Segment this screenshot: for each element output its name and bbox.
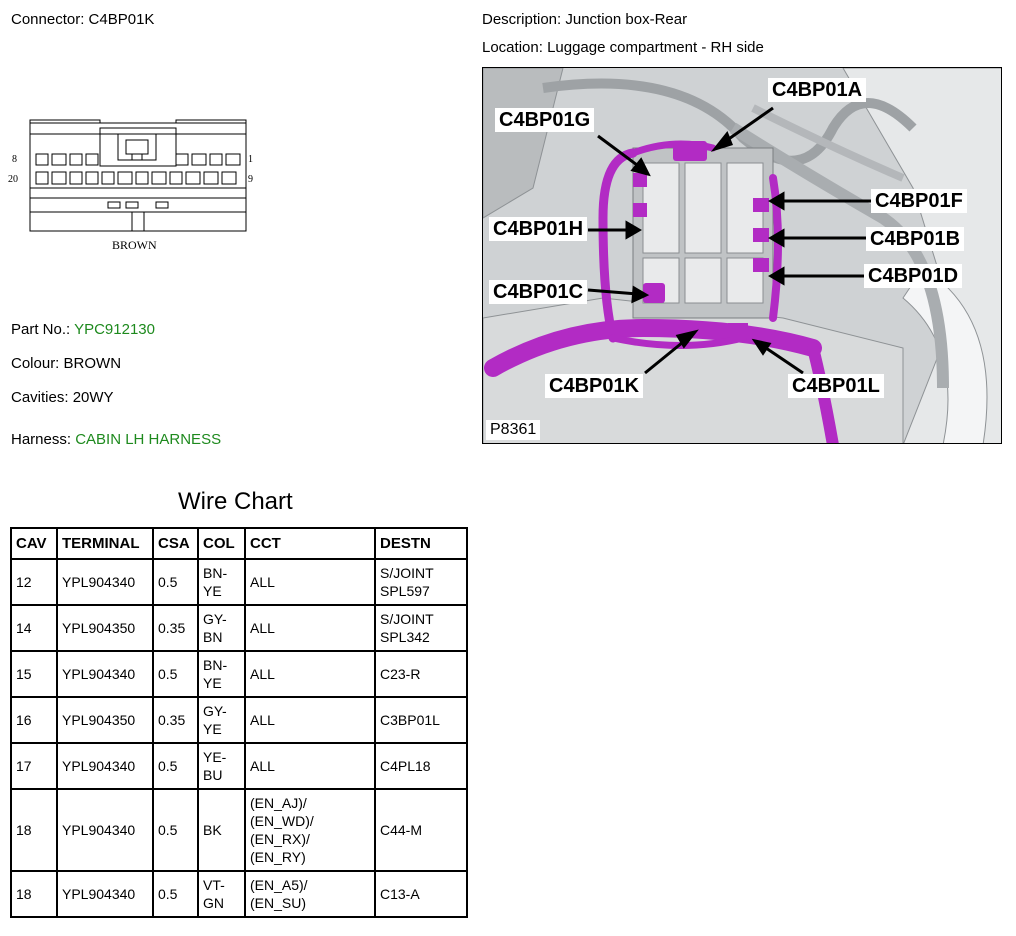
wire-chart-table: CAV TERMINAL CSA COL CCT DESTN 12 YPL904… — [10, 527, 468, 918]
cell-terminal: YPL904340 — [56, 650, 154, 698]
cell-csa: 0.5 — [152, 788, 199, 872]
part-no-line: Part No.: YPC912130 — [11, 321, 155, 338]
cavities-value: 20WY — [72, 389, 114, 406]
header-terminal: TERMINAL — [56, 527, 154, 560]
callout-c4bp01c: C4BP01C — [489, 280, 588, 304]
harness-line: Harness: CABIN LH HARNESS — [11, 431, 221, 448]
cell-destn: C23-R — [374, 650, 468, 698]
cell-csa: 0.5 — [152, 558, 199, 606]
location-line: Location: Luggage compartment - RH side — [482, 39, 764, 56]
cell-cav: 18 — [10, 788, 58, 872]
cell-cct: ALL — [244, 558, 376, 606]
cell-cav: 16 — [10, 696, 58, 744]
location-photo: C4BP01A C4BP01G C4BP01F C4BP01H C4BP01B … — [482, 67, 1002, 444]
cell-destn: S/JOINT SPL597 — [374, 558, 468, 606]
cell-terminal: YPL904340 — [56, 870, 154, 918]
cell-csa: 0.5 — [152, 742, 199, 790]
cell-destn: C4PL18 — [374, 742, 468, 790]
cell-cct: ALL — [244, 650, 376, 698]
part-no-value[interactable]: YPC912130 — [74, 321, 155, 338]
cell-cct: ALL — [244, 604, 376, 652]
cell-terminal: YPL904340 — [56, 742, 154, 790]
cell-destn: C44-M — [374, 788, 468, 872]
cell-col: BN- YE — [197, 558, 246, 606]
cell-col: GY- BN — [197, 604, 246, 652]
pin-label-top-right: 1 — [248, 154, 253, 165]
cell-terminal: YPL904350 — [56, 604, 154, 652]
cell-cct: (EN_AJ)/ (EN_WD)/ (EN_RX)/ (EN_RY) — [244, 788, 376, 872]
location-label: Location: — [482, 39, 543, 56]
cell-col: YE- BU — [197, 742, 246, 790]
cell-cct: ALL — [244, 742, 376, 790]
pin-label-bottom-right: 9 — [248, 174, 253, 185]
cell-csa: 0.35 — [152, 696, 199, 744]
cell-destn: C3BP01L — [374, 696, 468, 744]
pin-label-top-left: 8 — [12, 154, 17, 165]
cell-col: BK — [197, 788, 246, 872]
cell-terminal: YPL904350 — [56, 696, 154, 744]
callout-c4bp01k: C4BP01K — [545, 374, 644, 398]
pin-label-bottom-left: 20 — [8, 174, 18, 185]
cell-destn: C13-A — [374, 870, 468, 918]
table-header-row: CAV TERMINAL CSA COL CCT DESTN — [10, 527, 468, 560]
header-cav: CAV — [10, 527, 58, 560]
cell-cav: 15 — [10, 650, 58, 698]
callout-c4bp01l: C4BP01L — [788, 374, 884, 398]
location-value: Luggage compartment - RH side — [547, 39, 764, 56]
cavities-label: Cavities: — [11, 389, 69, 406]
callout-c4bp01b: C4BP01B — [866, 227, 965, 251]
header-csa: CSA — [152, 527, 199, 560]
callout-c4bp01h: C4BP01H — [489, 217, 588, 241]
cell-cav: 18 — [10, 870, 58, 918]
cell-csa: 0.5 — [152, 650, 199, 698]
cell-cav: 14 — [10, 604, 58, 652]
cell-col: GY- YE — [197, 696, 246, 744]
header-cct: CCT — [244, 527, 376, 560]
harness-value[interactable]: CABIN LH HARNESS — [75, 431, 222, 448]
cavities-line: Cavities: 20WY — [11, 389, 114, 406]
part-no-label: Part No.: — [11, 321, 71, 338]
table-row: 18 YPL904340 0.5 BK (EN_AJ)/ (EN_WD)/ (E… — [10, 788, 468, 872]
diagram-colour-label: BROWN — [112, 238, 157, 252]
description-value: Junction box-Rear — [565, 11, 688, 28]
table-row: 14 YPL904350 0.35 GY- BN ALL S/JOINT SPL… — [10, 604, 468, 652]
callout-c4bp01g: C4BP01G — [495, 108, 595, 132]
cell-cct: ALL — [244, 696, 376, 744]
colour-label: Colour: — [11, 355, 60, 372]
colour-line: Colour: BROWN — [11, 355, 121, 372]
table-row: 17 YPL904340 0.5 YE- BU ALL C4PL18 — [10, 742, 468, 790]
connector-face-diagram: 8 20 1 9 BROWN — [8, 119, 253, 252]
description-line: Description: Junction box-Rear — [482, 11, 687, 28]
cell-col: VT- GN — [197, 870, 246, 918]
table-row: 15 YPL904340 0.5 BN- YE ALL C23-R — [10, 650, 468, 698]
callout-c4bp01f: C4BP01F — [871, 189, 967, 213]
cell-terminal: YPL904340 — [56, 558, 154, 606]
connector-value: C4BP01K — [88, 11, 155, 28]
cell-cav: 12 — [10, 558, 58, 606]
connector-label: Connector: — [11, 11, 85, 28]
callout-c4bp01a: C4BP01A — [768, 78, 867, 102]
cell-csa: 0.5 — [152, 870, 199, 918]
colour-value: BROWN — [63, 355, 122, 372]
table-row: 12 YPL904340 0.5 BN- YE ALL S/JOINT SPL5… — [10, 558, 468, 606]
cell-destn: S/JOINT SPL342 — [374, 604, 468, 652]
table-row: 18 YPL904340 0.5 VT- GN (EN_A5)/ (EN_SU)… — [10, 870, 468, 918]
wire-chart-title: Wire Chart — [178, 488, 293, 515]
cell-csa: 0.35 — [152, 604, 199, 652]
header-destn: DESTN — [374, 527, 468, 560]
cell-cav: 17 — [10, 742, 58, 790]
table-row: 16 YPL904350 0.35 GY- YE ALL C3BP01L — [10, 696, 468, 744]
cell-terminal: YPL904340 — [56, 788, 154, 872]
connector-line: Connector: C4BP01K — [11, 11, 154, 28]
header-col: COL — [197, 527, 246, 560]
harness-label: Harness: — [11, 431, 72, 448]
description-label: Description: — [482, 11, 562, 28]
cell-col: BN- YE — [197, 650, 246, 698]
cell-cct: (EN_A5)/ (EN_SU) — [244, 870, 376, 918]
callout-c4bp01d: C4BP01D — [864, 264, 963, 288]
photo-code: P8361 — [486, 420, 541, 440]
